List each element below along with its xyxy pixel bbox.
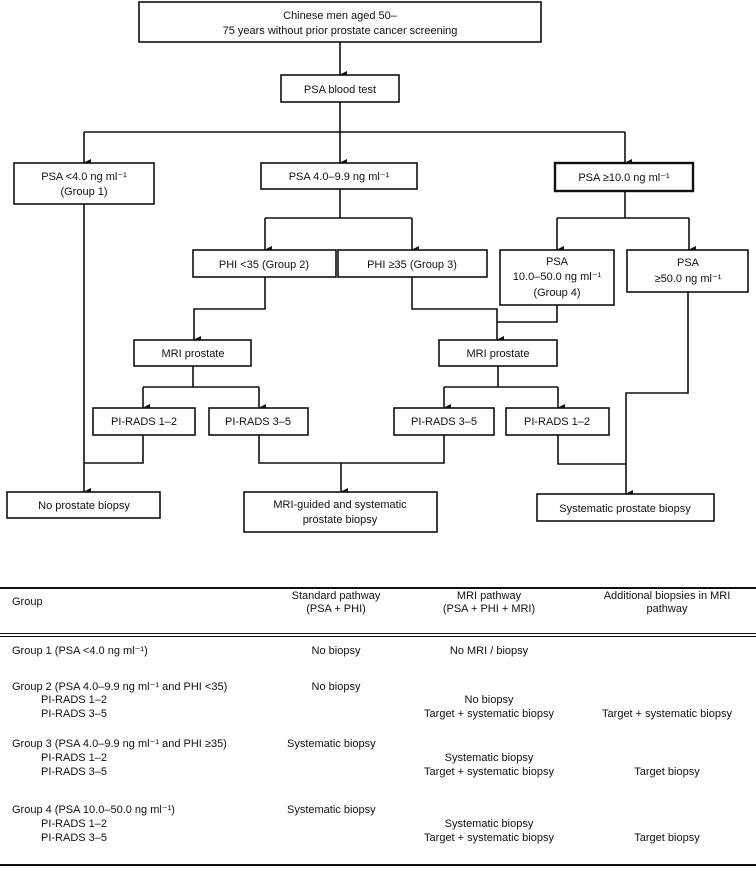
flowchart: Chinese men aged 50– 75 years without pr… [6, 1, 749, 533]
pirads-right-low-box: PI-RADS 1–2 [505, 407, 610, 436]
svg-text:(Group 4): (Group 4) [533, 287, 580, 299]
svg-text:PHI ≥35 (Group 3): PHI ≥35 (Group 3) [367, 259, 457, 271]
svg-text:10.0–50.0 ng ml⁻¹: 10.0–50.0 ng ml⁻¹ [513, 271, 602, 283]
psa-test-box: PSA blood test [280, 74, 400, 103]
svg-text:Systematic prostate biopsy: Systematic prostate biopsy [559, 503, 691, 515]
phi-low-box: PHI <35 (Group 2) [192, 249, 337, 278]
population-box: Chinese men aged 50– 75 years without pr… [138, 1, 542, 43]
svg-text:PSA <4.0 ng ml⁻¹: PSA <4.0 ng ml⁻¹ [41, 171, 127, 183]
psa-mid-box: PSA 4.0–9.9 ng ml⁻¹ [260, 162, 418, 190]
svg-text:PSA: PSA [546, 256, 569, 268]
mri-left-box: MRI prostate [133, 339, 252, 367]
svg-text:PI-RADS 3–5: PI-RADS 3–5 [411, 416, 477, 428]
connectors [83, 42, 696, 498]
table-bottom-rule [0, 864, 756, 866]
svg-text:≥50.0 ng ml⁻¹: ≥50.0 ng ml⁻¹ [655, 273, 722, 285]
svg-text:PHI <35 (Group 2): PHI <35 (Group 2) [219, 259, 309, 271]
psa-low-box: PSA <4.0 ng ml⁻¹ (Group 1) [13, 162, 155, 205]
psa-high-box: PSA ≥10.0 ng ml⁻¹ [553, 161, 695, 193]
svg-text:Chinese men aged 50–: Chinese men aged 50– [283, 10, 398, 22]
header-rule [0, 633, 756, 634]
phi-high-box: PHI ≥35 (Group 3) [337, 249, 488, 278]
svg-text:PSA 4.0–9.9 ng ml⁻¹: PSA 4.0–9.9 ng ml⁻¹ [289, 171, 390, 183]
pirads-left-high-box: PI-RADS 3–5 [208, 407, 309, 436]
header-mri: MRI pathway(PSA + PHI + MRI) [442, 590, 536, 615]
header-group: Group [12, 596, 43, 608]
pirads-left-low-box: PI-RADS 1–2 [92, 407, 196, 436]
pirads-right-high-box: PI-RADS 3–5 [393, 407, 495, 436]
svg-text:PI-RADS 3–5: PI-RADS 3–5 [225, 416, 291, 428]
svg-text:prostate biopsy: prostate biopsy [303, 514, 378, 526]
header-standard: Standard pathway(PSA + PHI) [291, 590, 381, 615]
svg-text:MRI prostate: MRI prostate [467, 348, 530, 360]
svg-text:PSA blood test: PSA blood test [304, 84, 376, 96]
svg-text:(Group 1): (Group 1) [60, 186, 107, 198]
svg-text:75 years without prior prostat: 75 years without prior prostate cancer s… [223, 25, 458, 37]
svg-text:PI-RADS 1–2: PI-RADS 1–2 [524, 416, 590, 428]
svg-text:PI-RADS 1–2: PI-RADS 1–2 [111, 416, 177, 428]
psa-group4-box: PSA 10.0–50.0 ng ml⁻¹ (Group 4) [499, 249, 615, 306]
svg-text:PSA ≥10.0 ng ml⁻¹: PSA ≥10.0 ng ml⁻¹ [578, 172, 670, 184]
outcome-mri-guided-box: MRI-guided and systematic prostate biops… [243, 491, 438, 533]
outcome-systematic-box: Systematic prostate biopsy [536, 493, 715, 522]
svg-text:PSA: PSA [677, 257, 700, 269]
psa-very-high-box: PSA ≥50.0 ng ml⁻¹ [626, 249, 749, 293]
svg-text:MRI-guided and systematic: MRI-guided and systematic [273, 499, 407, 511]
table-top-rule [0, 587, 756, 589]
outcome-no-biopsy-box: No prostate biopsy [6, 491, 161, 519]
svg-text:MRI prostate: MRI prostate [162, 348, 225, 360]
svg-text:No prostate biopsy: No prostate biopsy [38, 500, 130, 512]
mri-right-box: MRI prostate [438, 339, 558, 367]
